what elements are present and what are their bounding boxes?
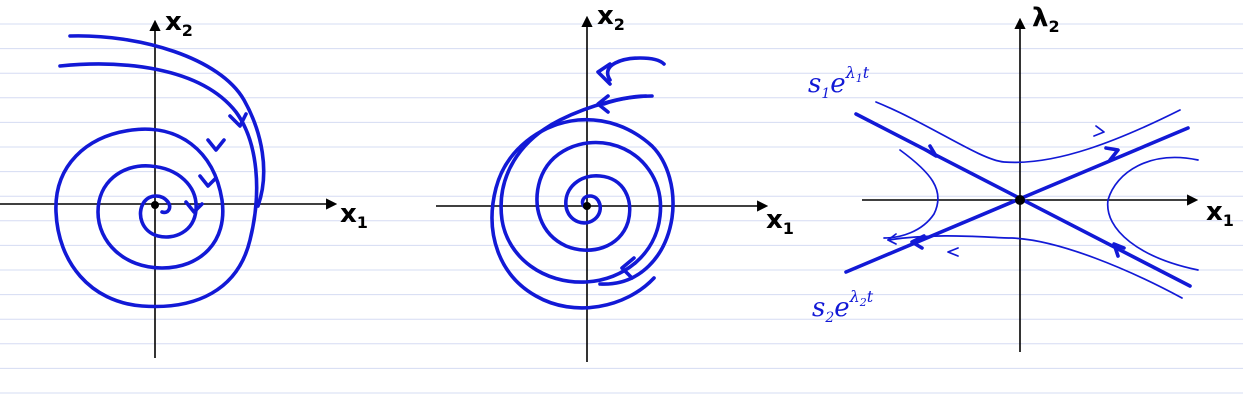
x2-axis-label: x2: [165, 7, 193, 40]
x1-axis-label: x1: [340, 199, 368, 232]
origin-point: [1015, 195, 1025, 205]
lambda2-axis-label: λ2: [1032, 3, 1060, 36]
upper-eigen-annotation: s1eλ1t: [808, 63, 870, 102]
origin-point: [151, 201, 159, 209]
trajectory-arrows-thin: [887, 125, 1105, 257]
x1-axis-label: x1: [1206, 197, 1234, 230]
x1-axis-label: x1: [766, 205, 794, 238]
spiral-trajectory: [490, 56, 675, 310]
spiral-trajectory: [54, 34, 266, 309]
panel-saddle: x1 λ2 s1eλ1t s2eλ2t: [808, 3, 1234, 352]
trajectory-arrows: [184, 112, 248, 214]
x2-axis-label: x2: [597, 1, 625, 34]
origin-point: [583, 202, 591, 210]
panel-stable-spiral: x1 x2: [0, 7, 368, 358]
panel-unstable-spiral: x1 x2: [436, 1, 794, 362]
lower-eigen-annotation: s2eλ2t: [812, 287, 874, 326]
trajectory-arrows: [910, 144, 1126, 258]
hyperbolic-trajectories: [875, 101, 1199, 299]
trajectory-arrows: [596, 62, 636, 280]
